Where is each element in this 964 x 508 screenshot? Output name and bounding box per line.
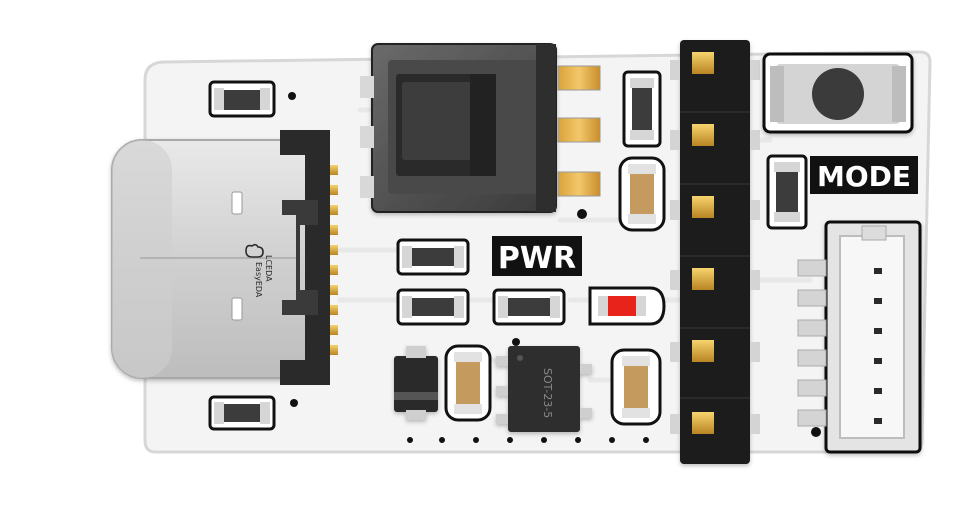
- capacitor-bottom-right: [610, 348, 662, 426]
- header-side-pads: [670, 60, 760, 434]
- pwr-label-text: PWR: [498, 241, 576, 276]
- power-led: [588, 286, 666, 326]
- resistor-mode: [766, 154, 808, 230]
- resistor-mid-2: [396, 288, 470, 326]
- switch-pins: [360, 65, 601, 198]
- resistor-top-left: [208, 80, 276, 118]
- power-slide-switch: [371, 43, 557, 213]
- pin-header-6: [680, 40, 750, 464]
- mode-silkscreen-label: MODE: [810, 156, 918, 194]
- jst-connector: [824, 220, 922, 454]
- resistor-top-middle: [622, 70, 662, 148]
- vendor-text-line1: LCEDA: [264, 255, 273, 282]
- jst-pins: [797, 259, 827, 427]
- resistor-bottom-left: [208, 395, 276, 431]
- resistor-mid-1: [396, 238, 470, 276]
- ic-marking: SOT-23-5: [541, 368, 554, 418]
- mode-tactile-button: [762, 52, 914, 134]
- diode: [394, 346, 438, 420]
- capacitor-top: [618, 156, 666, 232]
- mode-label-text: MODE: [817, 160, 911, 193]
- pwr-silkscreen-label: PWR: [492, 236, 582, 276]
- usb-c-connector: [111, 139, 323, 379]
- resistor-mid-3: [492, 288, 566, 326]
- lceda-cloud-icon: [245, 243, 264, 258]
- vendor-text-line2: EasyEDA: [254, 262, 263, 298]
- usb-c-receptacle: [280, 130, 338, 385]
- ic-sot23-5: [496, 346, 592, 432]
- via-row: [407, 437, 649, 443]
- capacitor-bottom-left: [444, 344, 492, 422]
